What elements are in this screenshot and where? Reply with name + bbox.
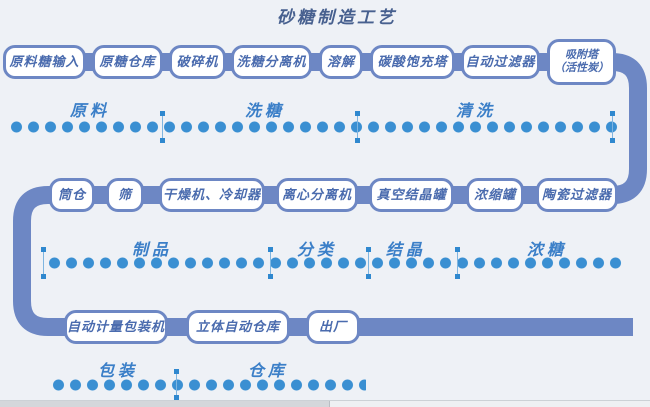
box-dryer-cooler[interactable]: 干燥机、冷却器	[159, 178, 265, 212]
scrollbar-thumb[interactable]	[0, 401, 330, 407]
box-carbonation-tower[interactable]: 碳酸饱充塔	[370, 45, 455, 79]
dotted-line	[46, 257, 622, 269]
dotted-line	[50, 379, 366, 391]
section-label-thick-syrup: 浓糖	[526, 242, 568, 259]
section-label-warehouse: 仓库	[247, 363, 289, 380]
page-title: 砂糖制造工艺	[277, 8, 397, 27]
box-silo[interactable]: 筒仓	[49, 178, 95, 212]
box-auto-packing-machine[interactable]: 自动计量包装机	[64, 310, 168, 344]
box-ceramic-filter[interactable]: 陶瓷过滤器	[536, 178, 618, 212]
section-label-cleaning: 清洗	[455, 103, 497, 120]
box-auto-filter[interactable]: 自动过滤器	[461, 45, 540, 79]
section-label-sugar-washing: 洗糖	[244, 103, 286, 120]
box-shipment[interactable]: 出厂	[306, 310, 360, 344]
box-sieve[interactable]: 筛	[106, 178, 144, 212]
divider-handle[interactable]	[159, 111, 165, 143]
divider-handle[interactable]	[267, 247, 273, 279]
box-vacuum-crystallizer[interactable]: 真空结晶罐	[369, 178, 454, 212]
divider-handle[interactable]	[354, 111, 360, 143]
section-label-raw-material: 原料	[69, 103, 111, 120]
divider-handle[interactable]	[173, 369, 179, 400]
divider-handle[interactable]	[454, 247, 460, 279]
box-sugar-washing-separator[interactable]: 洗糖分离机	[231, 45, 312, 79]
box-centrifugal-separator[interactable]: 离心分离机	[276, 178, 358, 212]
divider-handle[interactable]	[609, 111, 615, 143]
section-label-sorting: 分类	[296, 242, 338, 259]
section-label-product: 制品	[131, 242, 173, 259]
divider-handle[interactable]	[40, 247, 46, 279]
section-label-crystallization: 结晶	[385, 242, 427, 259]
horizontal-scrollbar[interactable]	[0, 400, 650, 407]
dotted-line	[8, 121, 618, 133]
box-auto-warehouse[interactable]: 立体自动仓库	[186, 310, 290, 344]
divider-handle[interactable]	[365, 247, 371, 279]
box-dissolver[interactable]: 溶解	[319, 45, 363, 79]
section-label-packaging: 包装	[97, 363, 139, 380]
box-concentration-tank[interactable]: 浓缩罐	[466, 178, 524, 212]
box-adsorption-tower[interactable]: 吸附塔 （活性炭）	[547, 39, 616, 85]
box-raw-sugar-warehouse[interactable]: 原糖仓库	[92, 45, 163, 79]
box-crusher[interactable]: 破碎机	[169, 45, 226, 79]
box-raw-sugar-input[interactable]: 原料糖输入	[3, 45, 86, 79]
